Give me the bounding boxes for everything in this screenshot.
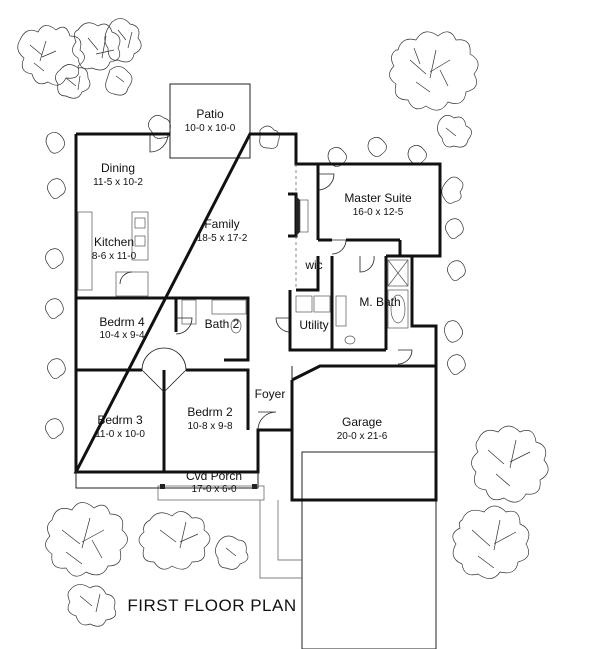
tree-top-left — [17, 18, 142, 99]
tree-bottom-right — [452, 425, 549, 579]
room-label: Cvd Porch — [186, 469, 242, 483]
mbath-tub — [387, 289, 409, 329]
room-bedrm3: Bedrm 3 11-0 x 10-0 — [95, 413, 145, 440]
room-foyer: Foyer — [255, 387, 286, 401]
room-label: Kitchen — [94, 235, 134, 249]
porch-step — [157, 485, 265, 501]
room-label: Bedrm 3 — [97, 413, 143, 427]
doors — [119, 133, 413, 431]
room-dimensions: 10-4 x 9-4 — [99, 330, 144, 341]
exterior-walls — [73, 132, 442, 502]
room-label: Bedrm 2 — [187, 405, 233, 419]
room-bedrm2: Bedrm 2 10-8 x 9-8 — [187, 405, 233, 432]
shrubs-left — [45, 132, 66, 439]
room-label: Foyer — [255, 387, 286, 401]
front-walk — [259, 500, 302, 579]
tree-top-right — [389, 31, 479, 148]
room-master-suite: Master Suite 16-0 x 12-5 — [344, 191, 412, 218]
room-dimensions: 11-5 x 10-2 — [93, 177, 143, 188]
plan-title: FIRST FLOOR PLAN — [127, 596, 296, 615]
room-labels: Patio 10-0 x 10-0 Dining 11-5 x 10-2 Fam… — [92, 107, 412, 495]
room-label: Utility — [299, 318, 328, 332]
room-label: Dining — [101, 161, 135, 175]
driveway — [301, 451, 437, 649]
room-family: Family 18-5 x 17-2 — [197, 217, 248, 244]
room-dimensions: 17-0 x 6-0 — [191, 484, 236, 495]
room-label: Bath 2 — [205, 317, 240, 331]
room-utility: Utility — [299, 318, 328, 332]
room-dimensions: 18-5 x 17-2 — [197, 233, 248, 244]
room-label: Garage — [342, 415, 382, 429]
room-bath2: Bath 2 — [205, 317, 240, 331]
room-dimensions: 16-0 x 12-5 — [353, 207, 404, 218]
landscaping — [17, 18, 549, 627]
room-dimensions: 8-6 x 11-0 — [92, 251, 137, 262]
room-dimensions: 10-0 x 10-0 — [185, 123, 236, 134]
room-label: Master Suite — [344, 191, 412, 205]
room-dimensions: 11-0 x 10-0 — [95, 429, 145, 440]
shrubs-right — [441, 176, 466, 375]
room-dining: Dining 11-5 x 10-2 — [93, 161, 143, 188]
room-patio: Patio 10-0 x 10-0 — [185, 107, 236, 134]
room-label: Bedrm 4 — [99, 315, 145, 329]
kitchen-island — [131, 211, 149, 261]
room-dimensions: 10-8 x 9-8 — [187, 421, 232, 432]
patio-outline — [169, 83, 251, 159]
interior-walls — [76, 164, 436, 472]
room-garage: Garage 20-0 x 21-6 — [337, 415, 388, 442]
room-dimensions: 20-0 x 21-6 — [337, 431, 388, 442]
kitchen-counter-left — [77, 211, 93, 291]
room-kitchen: Kitchen 8-6 x 11-0 — [92, 235, 137, 262]
fixtures — [77, 164, 409, 345]
pantry — [115, 271, 149, 297]
room-wic: wic — [304, 258, 322, 272]
driveway-and-walk — [157, 451, 437, 649]
bath2-tub — [211, 299, 247, 315]
room-covered-porch: Cvd Porch 17-0 x 6-0 — [186, 469, 242, 495]
room-label: Patio — [196, 107, 224, 121]
room-label: Family — [204, 217, 239, 231]
room-bedrm4: Bedrm 4 10-4 x 9-4 — [99, 315, 145, 341]
tree-bottom-left — [45, 502, 249, 627]
room-label: M. Bath — [359, 295, 400, 309]
room-label: wic — [304, 258, 322, 272]
room-master-bath: M. Bath — [359, 295, 400, 309]
